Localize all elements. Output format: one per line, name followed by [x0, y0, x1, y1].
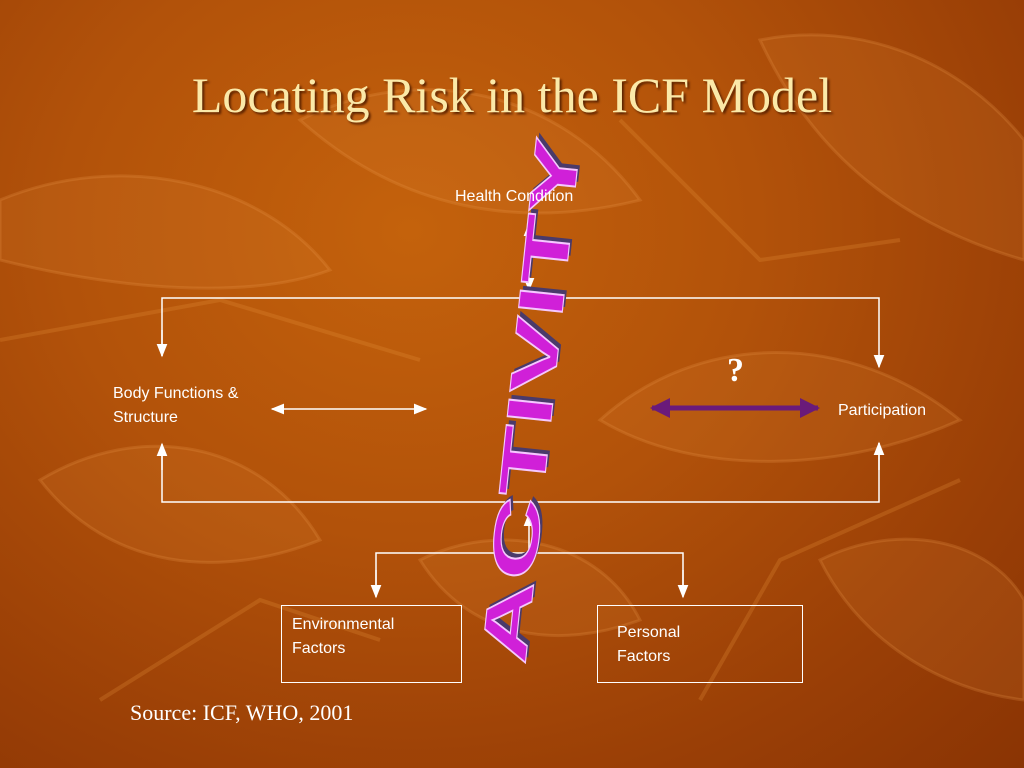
top-frame-line — [161, 297, 885, 369]
environmental-line-1: Environmental — [292, 616, 395, 633]
body-functions-label: Body Functions & Structure — [113, 382, 238, 430]
personal-factors-box: Personal Factors — [597, 605, 803, 683]
personal-line-1: Personal — [617, 624, 681, 641]
question-mark: ? — [727, 352, 744, 389]
environmental-line-2: Factors — [292, 640, 346, 657]
source-citation: Source: ICF, WHO, 2001 — [130, 700, 354, 725]
body-functions-line-2: Structure — [113, 409, 178, 426]
activity-wordart: ACTIVITY — [468, 134, 594, 667]
body-functions-line-1: Body Functions & — [113, 385, 239, 402]
personal-line-2: Factors — [617, 648, 671, 665]
environmental-factors-box: Environmental Factors — [281, 605, 462, 683]
slide-title: Locating Risk in the ICF Model — [191, 67, 833, 123]
health-condition-label: Health Condition — [455, 188, 574, 205]
bottom-frame-line — [161, 443, 880, 503]
participation-label: Participation — [838, 402, 927, 419]
